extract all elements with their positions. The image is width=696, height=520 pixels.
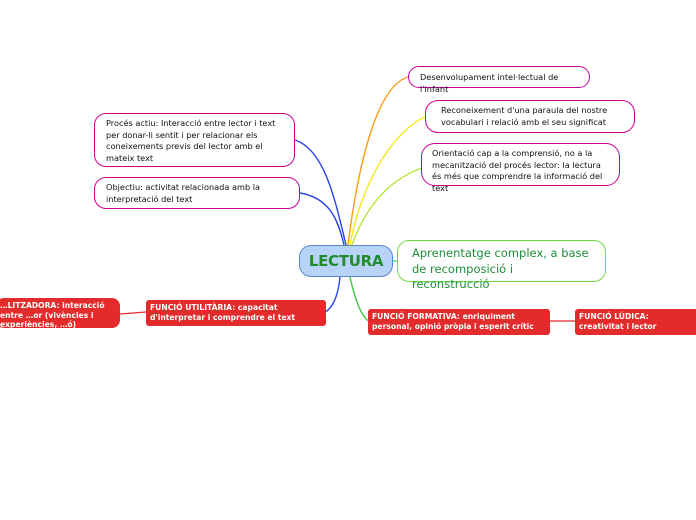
node-funcio-formativa-text: FUNCIÓ FORMATIVA: enriquiment personal, …: [372, 312, 534, 331]
connector-utilitaria-socialitzadora: [119, 311, 147, 315]
node-funcio-formativa[interactable]: FUNCIÓ FORMATIVA: enriquiment personal, …: [368, 309, 550, 335]
node-desenvolupament-text: Desenvolupament intel·lectual de l'infan…: [420, 72, 559, 94]
connector-central-proces: [294, 139, 347, 246]
node-proces-actiu[interactable]: Procés actiu: Interacció entre lector i …: [94, 113, 295, 167]
node-aprenentatge-text: Aprenentatge complex, a base de recompos…: [412, 246, 589, 291]
node-funcio-utilitaria-text: FUNCIÓ UTILITÀRIA: capacitat d'interpret…: [150, 303, 296, 322]
node-funcio-socialitzadora[interactable]: …LITZADORA: interacció entre …or (vivènc…: [0, 298, 120, 330]
node-orientacio[interactable]: Orientació cap a la comprensió, no a la …: [421, 143, 620, 193]
connector-central-orientacio: [351, 164, 432, 246]
connector-central-utilitaria: [324, 276, 341, 313]
node-objectiu[interactable]: Objectiu: activitat relacionada amb la i…: [94, 177, 300, 209]
node-funcio-ludica[interactable]: FUNCIÓ LÚDICA: creativitat i lector: [575, 309, 696, 335]
connector-central-objectiu: [299, 192, 345, 246]
connector-central-desenvolupament: [347, 76, 409, 246]
node-aprenentatge-complex[interactable]: Aprenentatge complex, a base de recompos…: [397, 240, 606, 291]
node-reconeixement[interactable]: Reconeixement d'una paraula del nostre v…: [425, 100, 635, 133]
node-funcio-ludica-text: FUNCIÓ LÚDICA: creativitat i lector: [579, 312, 657, 331]
node-orientacio-text: Orientació cap a la comprensió, no a la …: [432, 148, 603, 193]
node-funcio-socialitzadora-text: …LITZADORA: interacció entre …or (vivènc…: [0, 301, 105, 330]
node-proces-actiu-text: Procés actiu: Interacció entre lector i …: [106, 118, 276, 163]
node-desenvolupament[interactable]: Desenvolupament intel·lectual de l'infan…: [408, 66, 590, 94]
connector-central-reconeixement: [349, 116, 426, 246]
central-topic-label: LECTURA: [308, 252, 384, 270]
connector-central-formativa: [349, 276, 370, 322]
node-reconeixement-text: Reconeixement d'una paraula del nostre v…: [441, 105, 608, 127]
central-topic-lectura[interactable]: LECTURA: [299, 245, 393, 277]
node-funcio-utilitaria[interactable]: FUNCIÓ UTILITÀRIA: capacitat d'interpret…: [146, 300, 326, 326]
node-objectiu-text: Objectiu: activitat relacionada amb la i…: [106, 182, 261, 204]
